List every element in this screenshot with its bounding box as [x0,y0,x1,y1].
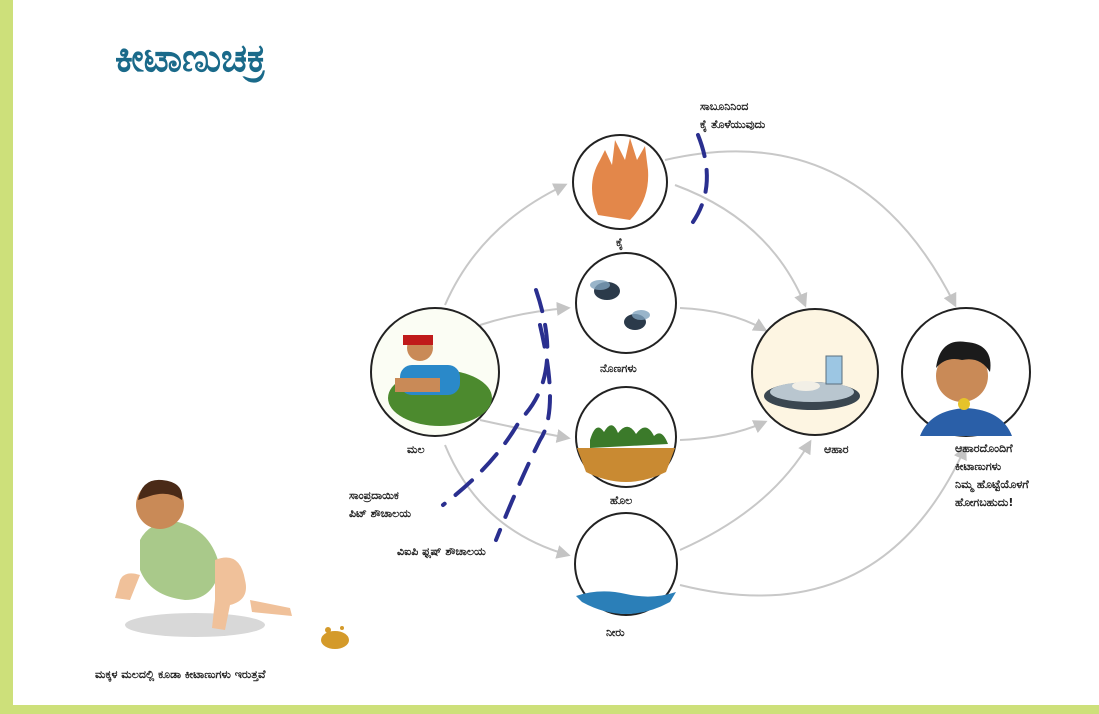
pit-latrine-barrier-line [441,288,550,507]
label-field: ಹೊಲ [610,494,633,507]
page-title: ಕೀಟಾಣುಚಕ್ರ [115,36,266,80]
handwash-barrier-label: ಸಾಬೂನಿನಿಂದ ಕೈ ತೊಳೆಯುವುದು [700,100,766,131]
arrow-hand-to-person [664,150,957,308]
arrow-flies-to-food [679,307,768,332]
label-water: ನೀರು [606,626,625,639]
arrow-field-to-food [679,420,768,441]
label-hand: ಕೈ [616,236,624,249]
arrow-water-to-person [679,445,967,597]
pit-latrine-barrier-label: ಸಾಂಪ್ರದಾಯಿಕ ಪಿಟ್ ಶೌಚಾಲಯ [349,489,412,520]
node-hand [572,134,668,230]
crawling-baby-illustration [115,479,292,637]
baby-caption: ಮಕ್ಕಳ ಮಲದಲ್ಲಿ ಕೂಡಾ ಕೀಟಾಣುಗಳು ಇರುತ್ತವೆ [95,668,266,681]
arrow-feces-to-field [479,419,571,443]
vip-latrine-barrier-line [494,323,552,542]
baby-feces-icon [321,626,349,649]
bottom-accent-bar [0,705,1099,714]
node-food [751,308,879,436]
node-person [901,307,1031,437]
left-accent-bar [0,0,13,714]
arrow-water-to-food [679,439,812,551]
node-feces [370,307,500,437]
person-note: ಆಹಾರದೊಂದಿಗೆ ಕೀಟಾಣುಗಳು ನಿಮ್ಮ ಹೊಟ್ಟೆಯೊಳಗೆ … [955,442,1029,509]
arrow-feces-to-water [444,444,571,559]
flow-arrows [444,150,967,597]
label-flies: ನೊಣಗಳು [600,362,637,375]
node-water [574,512,678,616]
arrow-hand-to-food [674,184,808,308]
handwash-barrier-line [691,133,709,224]
arrow-feces-to-flies [479,301,571,326]
vip-latrine-barrier-label: ವಿಐಪಿ ಫ್ಲಷ್ ಶೌಚಾಲಯ [397,545,486,558]
node-field [575,386,677,488]
node-flies [575,252,677,354]
barrier-lines [441,133,709,542]
arrow-feces-to-hand [444,183,568,306]
label-food: ಆಹಾರ [824,443,849,456]
label-feces: ಮಲ [407,443,425,456]
